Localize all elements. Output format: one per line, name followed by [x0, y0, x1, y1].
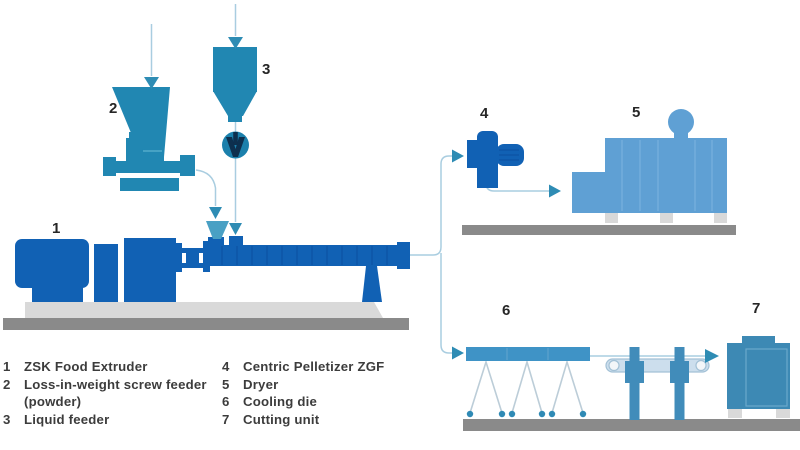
extruder-to-cooling-line — [440, 253, 452, 354]
legend-label: Dryer — [243, 376, 279, 392]
powder-feeder-screw-tube — [114, 161, 182, 173]
extruder-feed-funnel — [206, 221, 229, 239]
dryer-dome — [668, 109, 694, 135]
cooling-die-trusses — [469, 359, 584, 414]
dryer-platform — [462, 225, 736, 235]
flow-lines — [150, 4, 705, 357]
legend-item-1: 1 ZSK Food Extruder — [3, 358, 218, 376]
extruder-coupling — [186, 252, 199, 264]
to-dryer-arrow — [549, 184, 561, 198]
legend-item-2: 2 Loss-in-weight screw feeder — [3, 376, 218, 394]
legend-number: 3 — [3, 411, 11, 427]
marker-3: 3 — [262, 61, 271, 78]
pelletizer — [467, 131, 524, 188]
dryer-inlet-step — [572, 172, 605, 213]
flow-arrowheads — [144, 37, 719, 363]
extruder-support-leg — [362, 266, 382, 302]
marker-2: 2 — [109, 100, 118, 117]
legend-item-3: 3 Liquid feeder — [3, 411, 218, 429]
legend-label: (powder) — [24, 394, 82, 410]
cutting-unit-body — [727, 343, 790, 409]
cooling-line-platform — [463, 419, 800, 431]
legend-item-5: 5 Dryer — [222, 376, 442, 394]
to-pelletizer-arrow — [452, 149, 464, 163]
marker-7: 7 — [752, 300, 761, 317]
conveyor — [605, 347, 710, 420]
marker-4: 4 — [480, 105, 489, 122]
legend-item-7: 7 Cutting unit — [222, 411, 442, 429]
to-cooling-die-arrow — [452, 346, 464, 360]
marker-1: 1 — [52, 220, 61, 237]
extruder-feed-port — [229, 236, 243, 246]
legend-item-4: 4 Centric Pelletizer ZGF — [222, 358, 442, 376]
extruder — [15, 221, 410, 302]
extruder-to-pelletizer-line — [409, 155, 452, 256]
powder-feed-arrow — [209, 207, 222, 219]
liquid-feeder — [213, 47, 257, 122]
liquid-pipe-arrow — [229, 223, 242, 235]
legend-label: Cutting unit — [243, 411, 320, 427]
legend-label: Loss-in-weight screw feeder — [24, 376, 207, 392]
legend-number: 4 — [222, 359, 230, 374]
marker-6: 6 — [502, 302, 511, 319]
dryer-body — [605, 138, 727, 213]
conveyor-belt — [605, 358, 710, 373]
extruder-die-head — [397, 242, 410, 269]
legend-column-2: 4 Centric Pelletizer ZGF 5 Dryer 6 Cooli… — [222, 358, 442, 428]
dryer — [572, 109, 727, 223]
cutting-unit — [727, 336, 790, 418]
legend-item-2-cont: (powder) — [3, 393, 218, 411]
to-cutting-unit-arrow — [705, 349, 719, 363]
legend-number: 2 — [3, 376, 11, 392]
pump-valve-icon — [222, 131, 249, 159]
legend-number: 6 — [222, 394, 230, 410]
liquid-feeder-tank — [213, 47, 257, 92]
legend-number: 5 — [222, 376, 230, 392]
powder-feeder-hopper — [112, 87, 170, 157]
extruder-motor — [15, 239, 89, 288]
legend-label: Cooling die — [243, 394, 317, 410]
powder-inlet-arrow — [144, 77, 159, 89]
liquid-inlet-arrow — [228, 37, 243, 49]
liquid-feeder-funnel — [213, 91, 257, 116]
legend-label: Liquid feeder — [24, 411, 110, 427]
powder-feeder — [103, 87, 195, 191]
legend-column-1: 1 ZSK Food Extruder 2 Loss-in-weight scr… — [3, 358, 218, 428]
cooling-die-bar — [466, 347, 590, 361]
legend-number: 1 — [3, 359, 11, 374]
powder-feeder-base — [120, 178, 179, 191]
marker-5: 5 — [632, 104, 641, 121]
legend-item-6: 6 Cooling die — [222, 393, 442, 411]
legend-label: ZSK Food Extruder — [24, 359, 148, 374]
cooling-die — [466, 347, 590, 418]
legend-label: Centric Pelletizer ZGF — [243, 359, 385, 374]
legend-number: 7 — [222, 411, 230, 427]
extruder-gearbox — [124, 238, 176, 302]
powder-feeder-motor — [126, 138, 141, 162]
powder-to-extruder-line — [195, 169, 217, 206]
extruder-platform — [3, 302, 409, 330]
extruder-barrel — [209, 245, 399, 266]
